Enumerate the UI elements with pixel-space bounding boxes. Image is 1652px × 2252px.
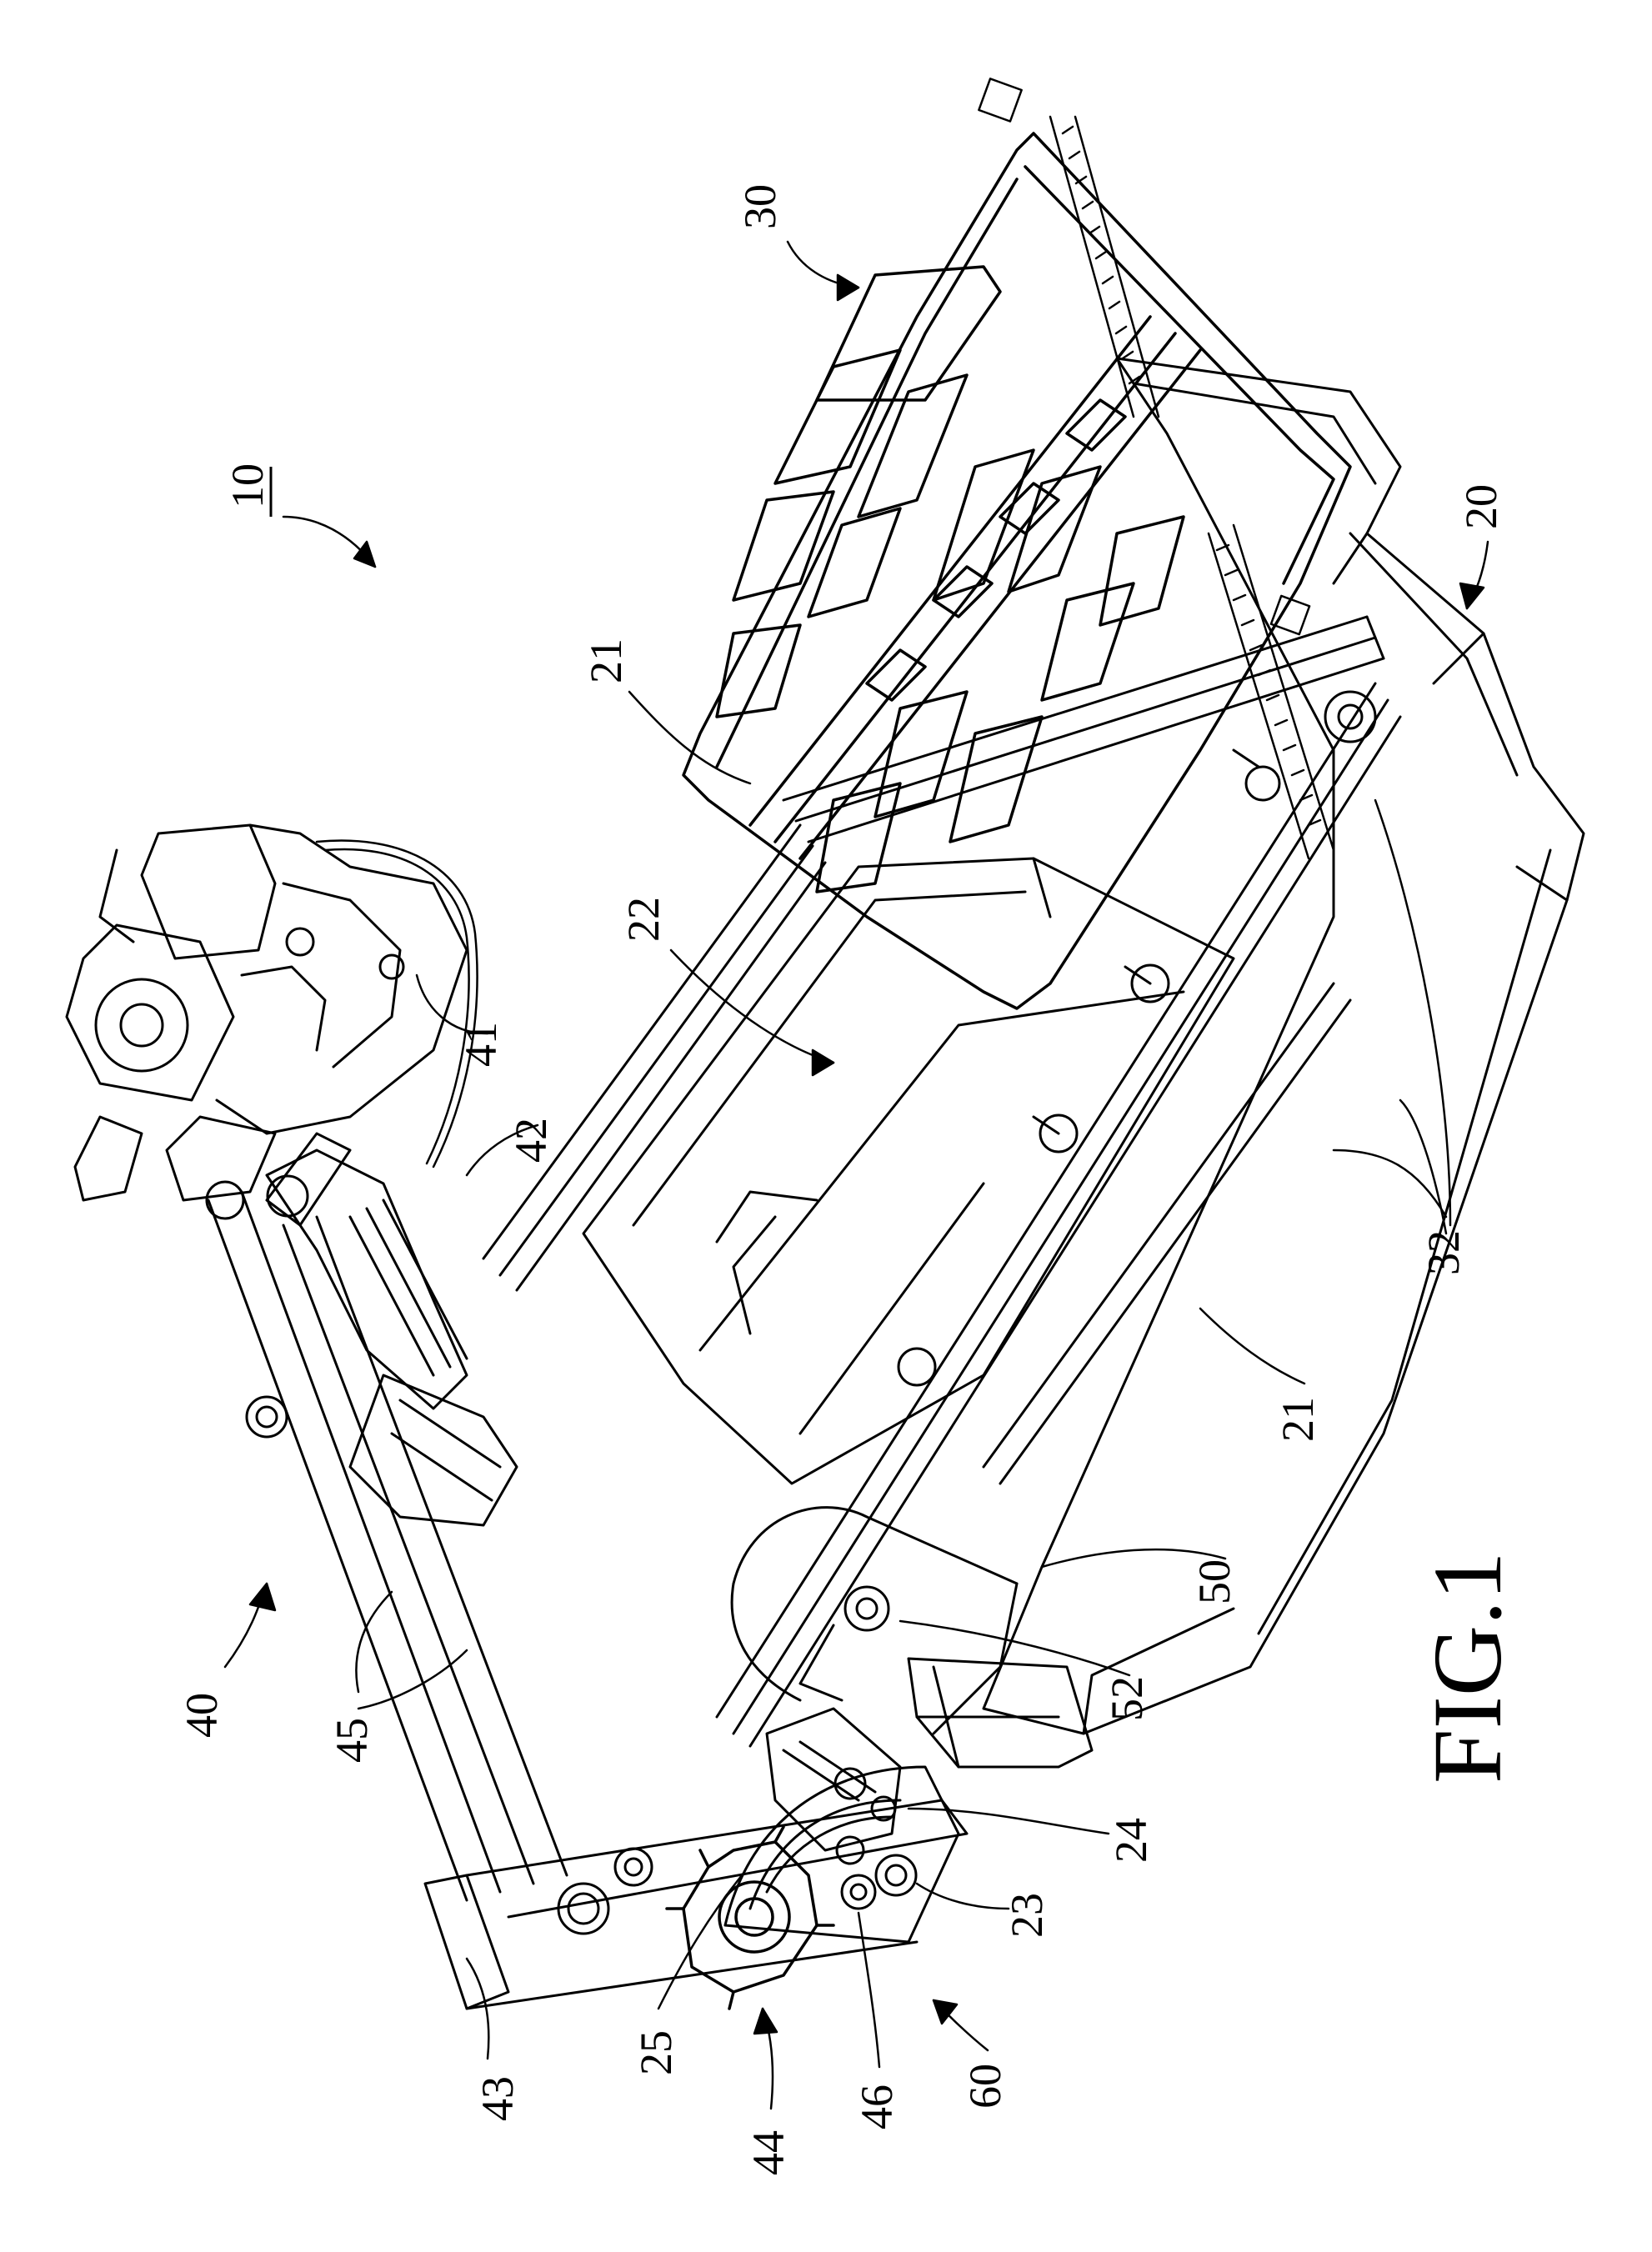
numeral-32: 32 bbox=[1419, 1230, 1469, 1275]
numeral-60: 60 bbox=[960, 2064, 1010, 2109]
arrowhead-10 bbox=[354, 542, 375, 567]
numeral-43: 43 bbox=[473, 2076, 523, 2121]
locking-knob bbox=[667, 1827, 834, 2009]
vertical-post bbox=[425, 1800, 967, 2009]
numeral-45: 45 bbox=[327, 1718, 377, 1763]
leader-24 bbox=[909, 1809, 1109, 1834]
numeral-30: 30 bbox=[735, 184, 785, 229]
bolt bbox=[842, 1875, 875, 1909]
base-housing bbox=[984, 358, 1584, 1734]
leader-45b bbox=[358, 1650, 467, 1709]
tilting-table bbox=[683, 133, 1350, 1008]
numeral-40: 40 bbox=[177, 1693, 227, 1738]
leader-21b bbox=[1200, 1309, 1304, 1384]
numeral-44: 44 bbox=[743, 2130, 793, 2175]
numeral-10: 10 bbox=[223, 463, 273, 508]
arrowhead-44 bbox=[754, 2009, 777, 2034]
leader-32c bbox=[1400, 1100, 1446, 1234]
numeral-21-lower: 21 bbox=[1273, 1397, 1323, 1442]
figure-label: FIG.1 bbox=[1413, 1551, 1522, 1784]
drum bbox=[732, 1508, 1017, 1734]
arrowhead-30 bbox=[838, 275, 859, 300]
leader-46 bbox=[859, 1913, 879, 2067]
pivot-arm bbox=[267, 1150, 517, 1525]
numeral-21-upper: 21 bbox=[581, 638, 631, 683]
numeral-41: 41 bbox=[456, 1022, 506, 1067]
numeral-52: 52 bbox=[1102, 1676, 1152, 1721]
arrowhead-22 bbox=[813, 1050, 834, 1075]
arrowhead-20 bbox=[1460, 583, 1484, 608]
numeral-24: 24 bbox=[1106, 1818, 1156, 1863]
numeral-23: 23 bbox=[1002, 1893, 1052, 1938]
drive-motor-unit bbox=[67, 825, 467, 1225]
numeral-20: 20 bbox=[1456, 484, 1506, 529]
numeral-25: 25 bbox=[631, 2030, 681, 2075]
leader-45a bbox=[356, 1592, 392, 1692]
machine-assembly bbox=[67, 78, 1584, 2009]
numeral-22: 22 bbox=[618, 897, 668, 942]
numeral-46: 46 bbox=[852, 2084, 902, 2129]
numeral-42: 42 bbox=[506, 1118, 556, 1163]
leader-32b bbox=[1375, 800, 1450, 1225]
arrowhead-40 bbox=[250, 1584, 275, 1610]
guide-rods bbox=[207, 1182, 567, 1900]
arc-plate bbox=[725, 1767, 959, 1942]
tray-trough bbox=[583, 858, 1234, 1484]
numeral-50: 50 bbox=[1189, 1559, 1239, 1604]
